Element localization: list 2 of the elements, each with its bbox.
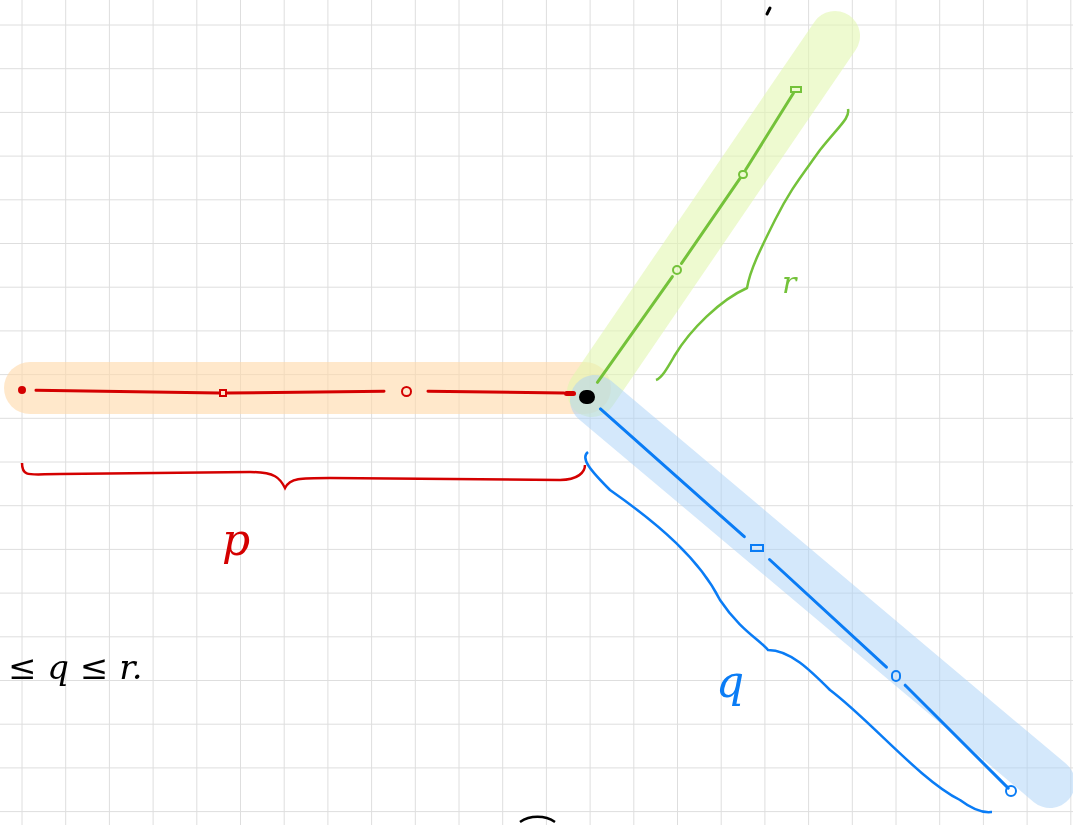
handwritten-label: p xyxy=(222,518,251,562)
handwritten-label: ≤ q ≤ r. xyxy=(8,650,143,684)
